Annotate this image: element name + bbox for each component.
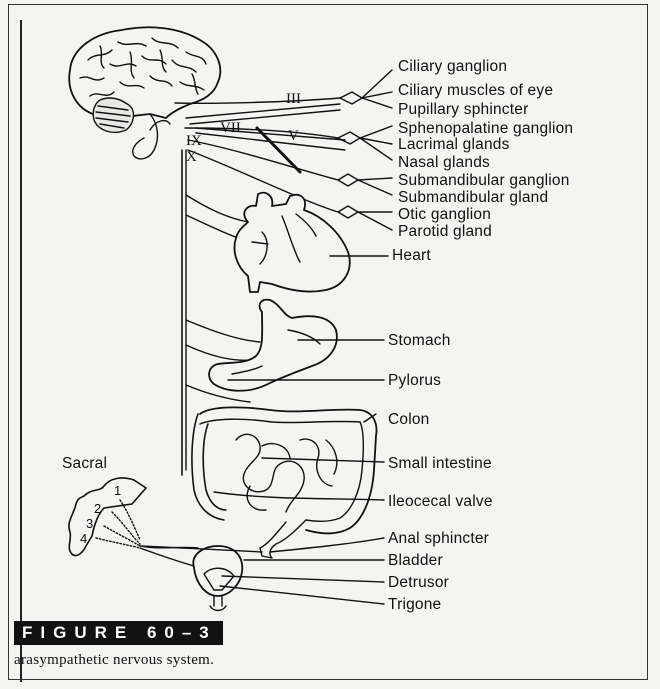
brain-illustration <box>69 27 345 159</box>
sacral-segment-3: 3 <box>86 517 93 530</box>
figure-label: FIGURE 60–3 <box>14 621 223 645</box>
label-pupillary-sphincter: Pupillary sphincter <box>398 102 528 118</box>
label-ciliary-ganglion: Ciliary ganglion <box>398 59 507 75</box>
label-small-intestine: Small intestine <box>388 456 492 472</box>
nerve-label-X: X <box>186 150 197 165</box>
heart-illustration <box>235 193 350 292</box>
label-anal-sphincter: Anal sphincter <box>388 531 489 547</box>
label-trigone: Trigone <box>388 597 441 613</box>
label-sacral: Sacral <box>62 456 107 472</box>
label-parotid-gland: Parotid gland <box>398 224 492 240</box>
label-nasal-glands: Nasal glands <box>398 155 490 171</box>
nerve-label-III: III <box>286 92 301 107</box>
label-ileocecal-valve: Ileocecal valve <box>388 494 493 510</box>
label-heart: Heart <box>392 248 431 264</box>
label-ciliary-muscles: Ciliary muscles of eye <box>398 83 553 99</box>
intestine-illustration <box>192 407 377 558</box>
nerve-label-IX: IX <box>186 134 202 149</box>
stomach-illustration <box>209 300 337 391</box>
sacral-segment-4: 4 <box>80 532 87 545</box>
label-colon: Colon <box>388 412 430 428</box>
sacral-segment-1: 1 <box>114 484 121 497</box>
label-pylorus: Pylorus <box>388 373 441 389</box>
label-lacrimal-glands: Lacrimal glands <box>398 137 510 153</box>
label-bladder: Bladder <box>388 553 443 569</box>
label-submandibular-ganglion: Submandibular ganglion <box>398 173 570 189</box>
label-submandibular-gland: Submandibular gland <box>398 190 548 206</box>
nerve-label-V: V <box>288 129 299 144</box>
sacral-segment-2: 2 <box>94 502 101 515</box>
label-stomach: Stomach <box>388 333 451 349</box>
label-detrusor: Detrusor <box>388 575 449 591</box>
figure-caption: arasympathetic nervous system. <box>14 652 214 669</box>
label-sphenopalatine-ganglion: Sphenopalatine ganglion <box>398 121 573 137</box>
nerve-label-VII: VII <box>220 121 241 136</box>
bladder-illustration <box>193 546 242 611</box>
label-otic-ganglion: Otic ganglion <box>398 207 491 223</box>
